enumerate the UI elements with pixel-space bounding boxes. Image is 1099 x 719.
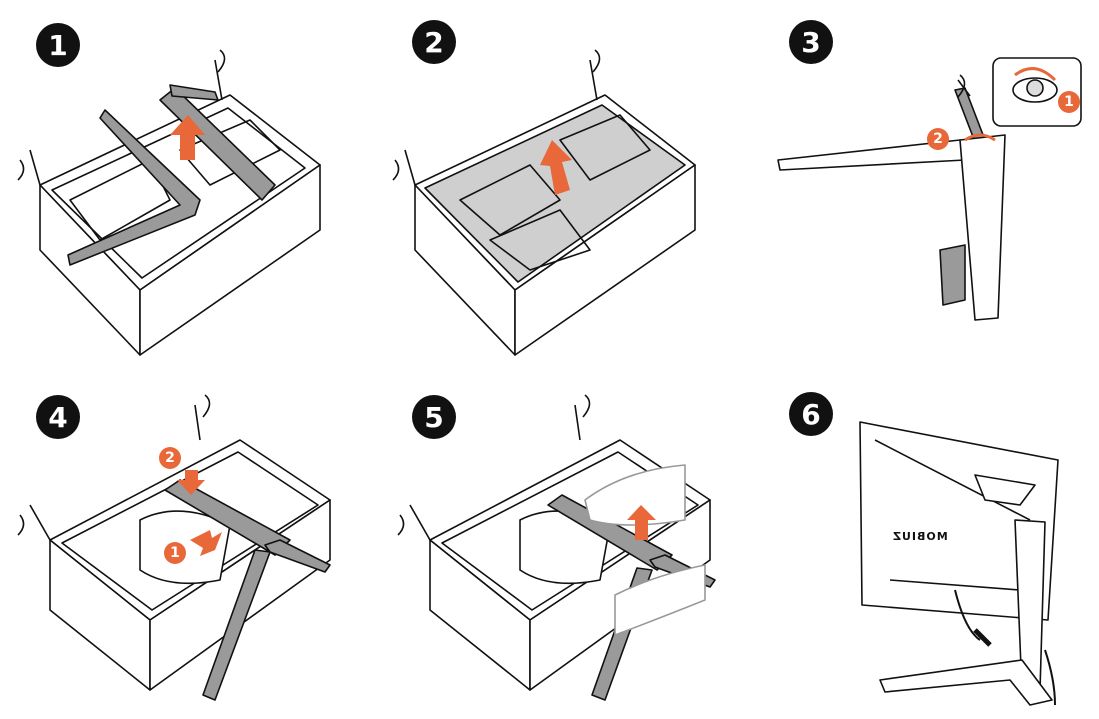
stand-neck-part xyxy=(547,494,673,571)
stand-base-part xyxy=(264,539,331,573)
step4-substep-1-badge: 1 xyxy=(164,542,186,564)
step4-substep-2-badge: 2 xyxy=(159,447,181,469)
panel-1-illustration xyxy=(17,49,321,356)
panel-3-illustration xyxy=(777,57,1082,321)
step-badge-6: 6 xyxy=(789,392,833,436)
lift-arrow xyxy=(540,140,572,195)
step-badge-5: 5 xyxy=(412,395,456,439)
step-badge-3: 3 xyxy=(789,20,833,64)
stand-neck-part xyxy=(959,134,1006,321)
monitor-back-panel xyxy=(859,421,1059,621)
step3-substep-2-badge: 2 xyxy=(927,128,949,150)
panel-2-illustration xyxy=(392,49,696,356)
step-badge-1: 1 xyxy=(36,23,80,67)
brand-mark: MOBIUZ xyxy=(892,530,948,543)
step-badge-2: 2 xyxy=(412,20,456,64)
panel-5-illustration xyxy=(397,394,716,701)
stand-neck-part xyxy=(164,479,291,556)
step3-substep-1-badge: 1 xyxy=(1058,91,1080,113)
step-badge-4: 4 xyxy=(36,395,80,439)
lift-arrow xyxy=(627,505,656,540)
panel-4-illustration xyxy=(17,394,331,701)
stand-base-part xyxy=(879,659,1053,706)
stand-base-part xyxy=(67,109,201,266)
push-arrow xyxy=(190,530,222,556)
lift-arrow xyxy=(170,115,205,160)
push-arrow xyxy=(177,470,205,495)
panel-6-illustration xyxy=(859,421,1059,706)
